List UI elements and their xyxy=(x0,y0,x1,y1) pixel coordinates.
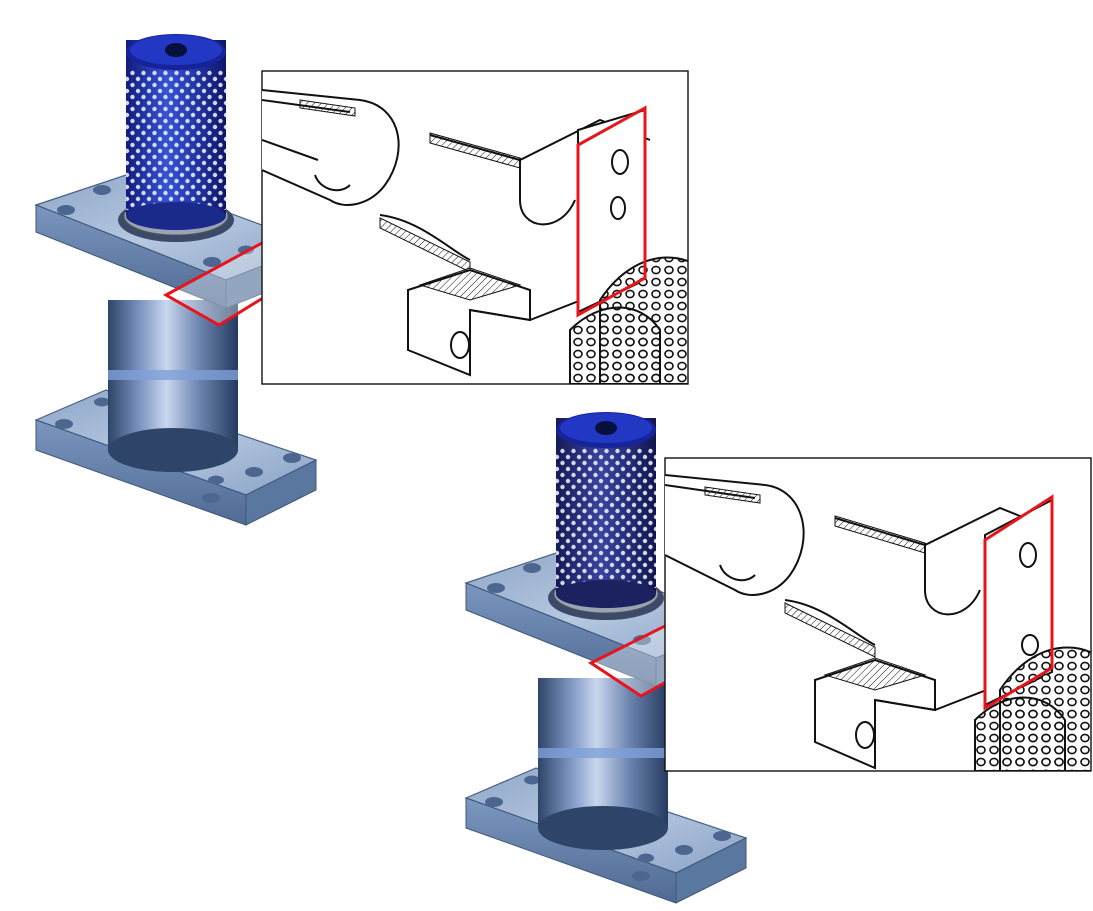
section-detail-view-icon xyxy=(665,474,1091,771)
ball-cage-bushing-icon xyxy=(556,412,656,608)
highlight-region-icon xyxy=(576,105,647,318)
highlight-region-icon xyxy=(983,494,1054,711)
detail-view-bottom xyxy=(664,457,1092,772)
assembly-top-left xyxy=(35,34,340,526)
detail-view-top xyxy=(261,70,689,385)
section-detail-view-icon xyxy=(262,89,688,384)
ball-cage-bushing-icon xyxy=(126,34,226,230)
